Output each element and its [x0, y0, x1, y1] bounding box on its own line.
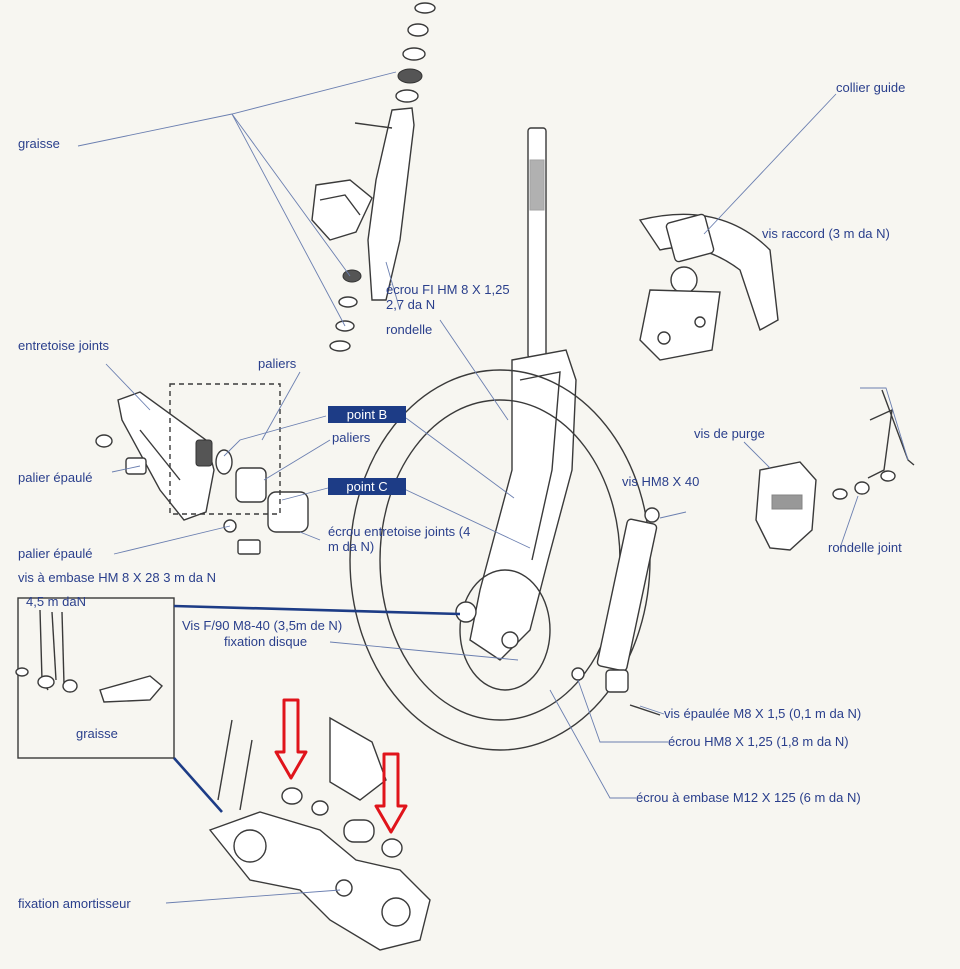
label-graisse-inset: graisse — [76, 726, 118, 741]
leader-lines — [77, 71, 909, 904]
shock-mount — [208, 716, 431, 951]
label-ecrou-hm8: écrou HM8 X 1,25 (1,8 m da N) — [668, 734, 849, 749]
link-arm — [95, 383, 309, 555]
label-collier-guide: collier guide — [836, 80, 906, 95]
label-vis-raccord: vis raccord (3 m da N) — [762, 226, 890, 241]
label-vis-f90: Vis F/90 M8-40 (3,5m de N) — [182, 618, 343, 633]
label-ecrou-entretoise: écrou entretoise joints (4 m da N) — [328, 524, 471, 554]
fork-assembly — [469, 127, 577, 661]
inset-detail — [15, 597, 175, 759]
red-arrow-left-icon — [274, 698, 308, 780]
label-ecrou-fi: écrou FI HM 8 X 1,25 2,7 da N — [386, 282, 510, 312]
label-rondelle: rondelle — [386, 322, 433, 337]
label-vis-hm8: vis HM8 X 40 — [622, 474, 700, 489]
label-vis-epaulee: vis épaulée M8 X 1,5 (0,1 m da N) — [664, 706, 862, 721]
box-label-point-c: point C — [328, 478, 406, 495]
label-palier-epaule-2: palier épaulé — [18, 546, 93, 561]
annotation-arrows — [274, 698, 408, 834]
brake-caliper — [755, 389, 915, 551]
shock-absorber — [571, 507, 661, 716]
label-entretoise-joints: entretoise joints — [18, 338, 110, 353]
label-palier-epaule-1: palier épaulé — [18, 470, 93, 485]
label-graisse-top: graisse — [18, 136, 60, 151]
red-arrow-right-icon — [374, 752, 408, 834]
steering-stack-parts — [311, 2, 436, 352]
label-vis-de-purge: vis de purge — [694, 426, 765, 441]
box-label-point-b: point B — [328, 406, 406, 423]
label-vis-embase: vis à embase HM 8 X 28 3 m da N — [18, 570, 216, 585]
handlebar-clamp — [638, 213, 779, 361]
label-inset-torque: 4,5 m daN — [26, 594, 86, 609]
label-paliers-top: paliers — [258, 356, 297, 371]
label-rondelle-joint: rondelle joint — [828, 540, 902, 555]
label-fixation-disque: fixation disque — [224, 634, 308, 649]
label-fixation-amortisseur: fixation amortisseur — [18, 896, 131, 911]
label-paliers-mid: paliers — [332, 430, 371, 445]
label-ecrou-embase: écrou à embase M12 X 125 (6 m da N) — [636, 790, 861, 805]
inset-connectors — [173, 604, 461, 813]
